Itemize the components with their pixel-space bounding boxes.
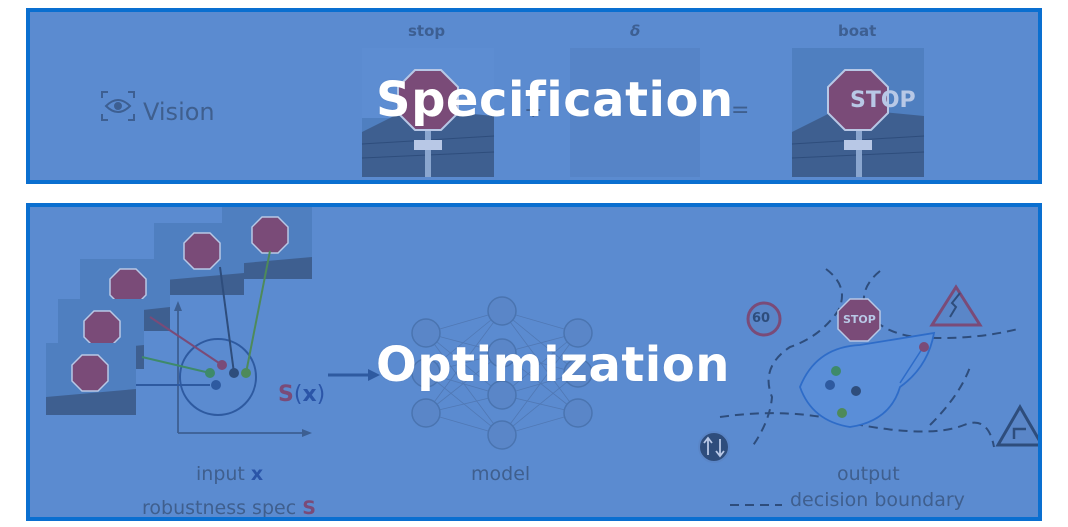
model-label: model xyxy=(471,463,531,485)
spec-var: S xyxy=(302,497,316,519)
boat-label: boat xyxy=(838,22,877,40)
nn-node xyxy=(487,380,517,410)
specification-title: Specification xyxy=(376,72,734,128)
arrow-to-model xyxy=(328,369,380,381)
nn-edge xyxy=(425,332,503,396)
boat-image xyxy=(791,48,925,177)
nn-node xyxy=(411,318,441,348)
sx-expression: S(x) xyxy=(278,382,325,407)
input-space-axes xyxy=(174,301,312,437)
robustness-spec-label: robustness spec S xyxy=(142,497,316,519)
stop-label: stop xyxy=(408,22,446,40)
output-label: output xyxy=(837,463,900,485)
input-links xyxy=(136,250,271,390)
nn-edge xyxy=(501,352,579,414)
nn-edge xyxy=(501,310,579,414)
nn-edge xyxy=(501,332,579,396)
eye-icon xyxy=(101,91,135,121)
sx-fn: S xyxy=(278,382,294,407)
vision-label: Vision xyxy=(143,98,215,126)
turn-sign-icon xyxy=(995,404,1038,447)
nn-node xyxy=(411,358,441,388)
sx-var: x xyxy=(302,382,317,407)
optimization-panel: S(x) input x robustness spec S model out… xyxy=(26,203,1042,521)
nn-node xyxy=(487,296,517,326)
nn-edge xyxy=(501,310,579,374)
sx-close: ) xyxy=(316,382,326,407)
boat-sign-text: STOP xyxy=(850,88,916,113)
nn-node xyxy=(563,398,593,428)
equals-sign: = xyxy=(731,98,750,123)
specification-diagram xyxy=(101,48,925,177)
warning-curve-icon xyxy=(929,284,983,327)
input-label-prefix: input xyxy=(196,463,245,485)
nn-edge xyxy=(501,372,579,436)
optimization-diagram xyxy=(46,207,1038,506)
stop-icon-text: STOP xyxy=(843,313,876,326)
nn-node xyxy=(487,420,517,450)
nn-node xyxy=(411,398,441,428)
sx-open: ( xyxy=(293,382,303,407)
noise-image xyxy=(570,48,700,177)
plus-sign: + xyxy=(524,98,543,123)
input-label: input x xyxy=(196,463,263,485)
stop-sign-icon xyxy=(837,298,881,342)
output-class-region xyxy=(799,331,936,428)
stop-image xyxy=(361,48,495,177)
nn-node xyxy=(563,318,593,348)
two-way-icon xyxy=(698,431,730,463)
delta-label: δ xyxy=(630,22,641,40)
input-var: x xyxy=(250,463,264,485)
decision-boundary-label: decision boundary xyxy=(790,489,965,511)
nn-node xyxy=(563,358,593,388)
speed-limit-icon xyxy=(746,301,782,337)
nn-edge xyxy=(425,310,503,374)
spec-label-prefix: robustness spec xyxy=(142,497,297,519)
nn-edge xyxy=(425,352,503,414)
specification-panel: stop δ boat Vision + = STOP Specificatio… xyxy=(26,8,1042,184)
decision-boundary-map xyxy=(719,268,1019,448)
nn-edge xyxy=(425,310,503,414)
nn-node xyxy=(487,338,517,368)
speed-limit-text: 60 xyxy=(752,311,771,326)
neural-network xyxy=(411,296,593,450)
nn-edge xyxy=(501,332,579,436)
optimization-title: Optimization xyxy=(376,337,730,393)
